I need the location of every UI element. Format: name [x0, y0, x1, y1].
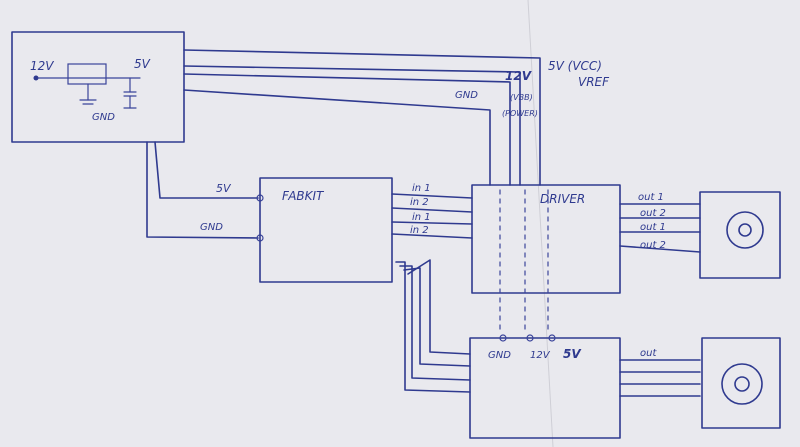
vcc-note: 5V (VCC): [548, 59, 602, 73]
driver2-out-label: out: [640, 348, 657, 359]
signal-label-4: in 2: [410, 225, 429, 236]
fabkit-to-driver2-wires: [395, 259, 471, 393]
motor-1-shaft-outer: [726, 211, 764, 249]
driver2-board: GND 12V 5V: [469, 334, 621, 439]
fabkit-gnd-label: GND: [200, 222, 223, 233]
driver-output-wires: out 1 out 2 out 1 out 2: [619, 192, 701, 253]
out-label-4: out 2: [640, 240, 666, 251]
fabkit-box: [259, 177, 393, 283]
signal-label-2: in 2: [410, 197, 429, 208]
motor-1-shaft-inner: [738, 223, 752, 237]
driver-12v-note: 12V: [505, 69, 533, 83]
paper-fold: [527, 0, 554, 447]
out-label-3: out 1: [640, 222, 666, 233]
out-label-1: out 1: [638, 192, 664, 203]
out-label-2: out 2: [640, 208, 666, 219]
motor-2-shaft-inner: [734, 376, 750, 392]
driver-box: [471, 184, 621, 294]
motor-2: [701, 337, 781, 429]
driver2-5v-pin: 5V: [563, 347, 582, 361]
power-note: (POWER): [502, 109, 538, 118]
motor-1: [699, 191, 781, 279]
supply-wires: 5V (VCC) VREF 12V (VBB) (POWER) GND: [183, 49, 610, 186]
motor-1-box: [699, 191, 781, 279]
psu-to-fabkit-wires: 5V GND: [146, 141, 264, 242]
motor-2-box: [701, 337, 781, 429]
motor-2-shaft-outer: [721, 363, 763, 405]
vref-note: VREF: [578, 75, 610, 89]
driver2-output-wires: out: [619, 348, 701, 397]
vbb-note: (VBB): [510, 93, 533, 102]
fabkit-5v-label: 5V: [216, 182, 232, 195]
fabkit-board: FABKIT: [259, 177, 393, 283]
psu-gnd-label: GND: [92, 112, 115, 123]
driver-board: DRIVER: [471, 184, 621, 331]
signal-label-3: in 1: [412, 212, 431, 223]
driver2-box: [469, 337, 621, 439]
power-supply: 12V 5V GND: [11, 31, 185, 143]
driver2-12v-pin: 12V: [530, 350, 551, 361]
input-terminal-dot: [33, 75, 39, 81]
psu-5v-label: 5V: [134, 57, 151, 71]
regulator-symbol: [67, 63, 107, 85]
driver-gnd-note: GND: [455, 90, 478, 101]
fabkit-title: FABKIT: [282, 189, 325, 203]
psu-12v-label: 12V: [30, 59, 54, 73]
driver-title: DRIVER: [540, 192, 585, 206]
driver2-gnd-pin: GND: [488, 350, 511, 361]
power-supply-box: [11, 31, 185, 143]
signal-label-1: in 1: [412, 183, 431, 194]
signal-wires: in 1 in 2 in 1 in 2: [391, 183, 473, 239]
